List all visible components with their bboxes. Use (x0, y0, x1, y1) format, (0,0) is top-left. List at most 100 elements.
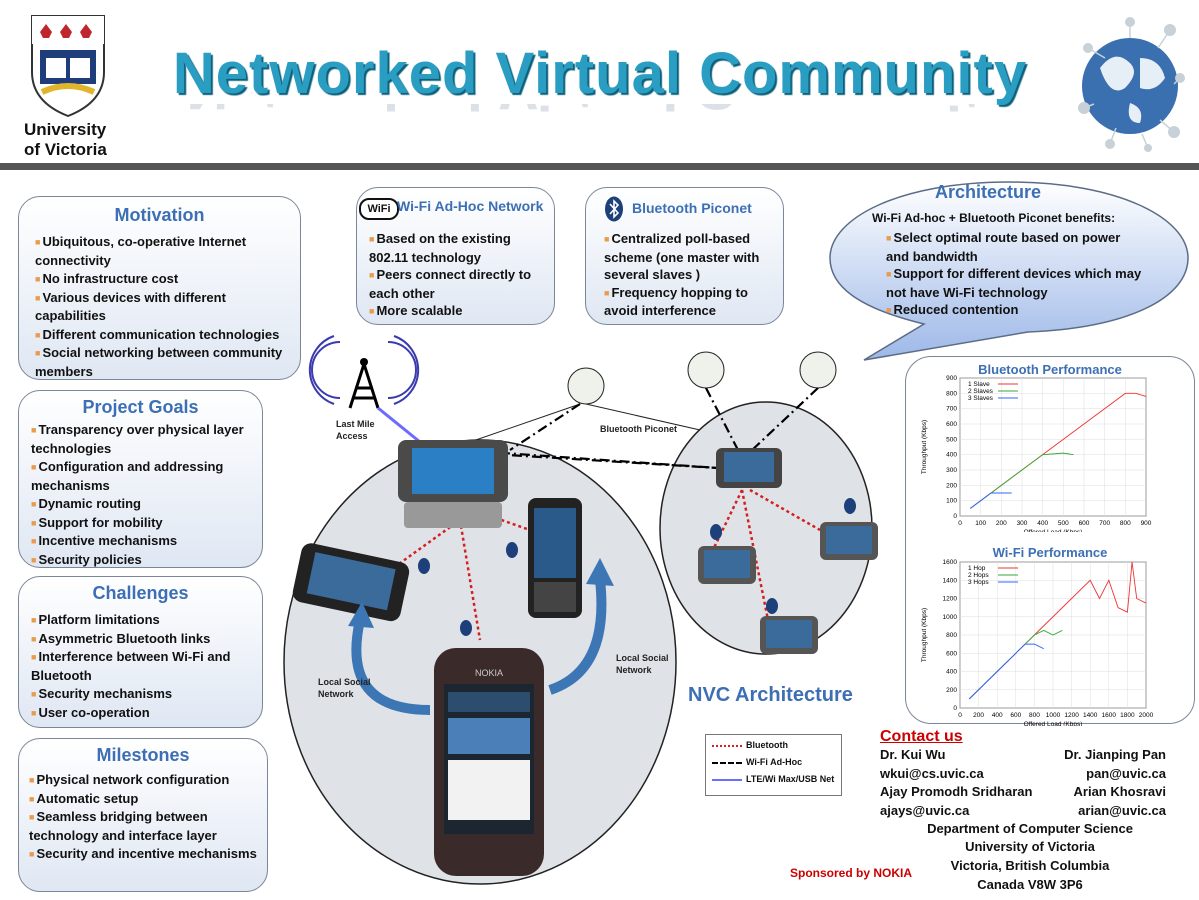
globe-network-icon (1070, 8, 1192, 158)
project-goals-title: Project Goals (82, 397, 199, 417)
x-tick-label: 400 (1037, 520, 1048, 527)
project-goals-panel: Project Goals Transparency over physical… (18, 390, 263, 568)
y-axis-label: Throughput (Kbps) (921, 420, 928, 474)
x-tick-label: 0 (958, 712, 962, 719)
contact-name-2: Dr. Jianping Pan (1064, 747, 1166, 762)
page-title: Networked Virtual Community (172, 41, 1028, 106)
architecture-title: Architecture (934, 182, 1042, 202)
node-circle (799, 351, 837, 389)
x-tick-label: 1800 (1120, 712, 1135, 719)
legend-bluetooth: Bluetooth (746, 740, 788, 750)
legend-lte: LTE/Wi Max/USB Net (746, 774, 835, 784)
contact-title: Contact us (880, 728, 963, 745)
piconet-label: Bluetooth Piconet (600, 424, 677, 434)
local-social-left-label: Local Social Network (318, 677, 371, 699)
list-item: Incentive mechanisms (31, 532, 259, 551)
list-item: Transparency over physical layer technol… (31, 421, 259, 458)
contact-country: Canada V8W 3P6 (977, 877, 1083, 892)
list-item: Social networking between community memb… (35, 344, 297, 381)
bt-chart-title: Bluetooth Performance (978, 362, 1122, 377)
wifi-title: Wi-Fi Ad-Hoc Network (397, 198, 544, 214)
legend-label: 3 Hops (968, 579, 989, 586)
list-item: User co-operation (31, 704, 259, 723)
x-tick-label: 600 (1079, 520, 1090, 527)
contact-email-3[interactable]: ajays@uvic.ca (880, 803, 970, 818)
n810-piconet-icon (716, 448, 782, 488)
node-circle (687, 351, 725, 389)
x-tick-label: 1200 (1064, 712, 1079, 719)
nokia-phone-icon: NOKIA (434, 648, 544, 876)
bluetooth-title: Bluetooth Piconet (632, 200, 752, 216)
contact-name-3: Ajay Promodh Sridharan (880, 784, 1033, 799)
contact-email-1[interactable]: wkui@cs.uvic.ca (880, 766, 984, 781)
phone-right-icon (528, 498, 582, 618)
list-item: No infrastructure cost (35, 270, 297, 289)
milestones-title: Milestones (96, 745, 190, 765)
nvc-architecture-title: NVC Architecture (688, 684, 853, 706)
bluetooth-badge-icon (418, 498, 856, 636)
x-tick-label: 200 (996, 520, 1007, 527)
y-tick-label: 900 (946, 375, 957, 382)
y-tick-label: 600 (946, 650, 957, 657)
node-circle (567, 367, 605, 405)
page-title-reflection: Networked Virtual Community (150, 104, 1050, 134)
y-tick-label: 400 (946, 669, 957, 676)
list-item: Based on the existing 802.11 technology (369, 230, 549, 266)
y-tick-label: 200 (946, 687, 957, 694)
contact-email-2[interactable]: pan@uvic.ca (1086, 766, 1166, 781)
contact-university: University of Victoria (965, 839, 1095, 854)
y-tick-label: 700 (946, 406, 957, 413)
contact-email-4[interactable]: arian@uvic.ca (1078, 803, 1166, 818)
contact-city: Victoria, British Columbia (950, 858, 1110, 873)
list-item: Automatic setup (29, 790, 265, 809)
list-item: More scalable (369, 302, 549, 321)
challenges-title: Challenges (92, 583, 189, 603)
legend-label: 3 Slaves (968, 395, 994, 402)
list-item: Support for different devices which may … (886, 265, 1146, 301)
y-tick-label: 1600 (943, 559, 958, 566)
legend-label: 1 Slave (968, 381, 990, 388)
network-diagram: NOKIA (283, 335, 878, 885)
architecture-list: Select optimal route based on power and … (886, 229, 1146, 320)
list-item: Seamless bridging between technology and… (29, 808, 265, 845)
contact-name-4: Arian Khosravi (1073, 784, 1166, 799)
list-item: Ubiquitous, co-operative Internet connec… (35, 233, 297, 270)
y-tick-label: 400 (946, 452, 957, 459)
milestones-panel: Milestones Physical network configuratio… (18, 738, 268, 892)
list-item: Centralized poll-based scheme (one maste… (604, 230, 776, 284)
x-axis-label: Offered Load (Kbps) (1024, 721, 1083, 726)
bluetooth-list: Centralized poll-based scheme (one maste… (604, 230, 776, 320)
list-item: Security policies (31, 551, 259, 570)
y-tick-label: 0 (953, 705, 957, 712)
y-tick-label: 800 (946, 632, 957, 639)
x-tick-label: 400 (992, 712, 1003, 719)
contact-department: Department of Computer Science (927, 821, 1133, 836)
curved-arrow-left (351, 618, 431, 715)
y-axis-label: Throughput (Kbps) (921, 608, 928, 662)
x-tick-label: 700 (1099, 520, 1110, 527)
list-item: Security and incentive mechanisms (29, 845, 265, 864)
y-tick-label: 1200 (943, 596, 958, 603)
y-tick-label: 200 (946, 482, 957, 489)
x-tick-label: 100 (975, 520, 986, 527)
series-line (968, 643, 1044, 700)
y-tick-label: 600 (946, 421, 957, 428)
last-mile-label: Last Mile Access (336, 419, 375, 441)
contact-name-1: Dr. Kui Wu (880, 747, 946, 762)
list-item: Asymmetric Bluetooth links (31, 630, 259, 649)
x-tick-label: 0 (958, 520, 962, 527)
y-tick-label: 100 (946, 498, 957, 505)
architecture-intro: Wi-Fi Ad-hoc + Bluetooth Piconet benefit… (872, 211, 1116, 225)
x-tick-label: 1000 (1046, 712, 1061, 719)
list-item: Reduced contention (886, 301, 1146, 320)
challenges-list: Platform limitations Asymmetric Bluetoot… (31, 611, 259, 722)
wifi-list: Based on the existing 802.11 technology … (369, 230, 549, 321)
n810-piconet-icon (820, 522, 878, 560)
y-tick-label: 800 (946, 390, 957, 397)
wifi-logo-icon: WiFi (359, 198, 399, 220)
series-line (970, 492, 1012, 509)
local-social-right-label: Local Social Network (616, 653, 669, 675)
list-item: Support for mobility (31, 514, 259, 533)
x-tick-label: 800 (1029, 712, 1040, 719)
